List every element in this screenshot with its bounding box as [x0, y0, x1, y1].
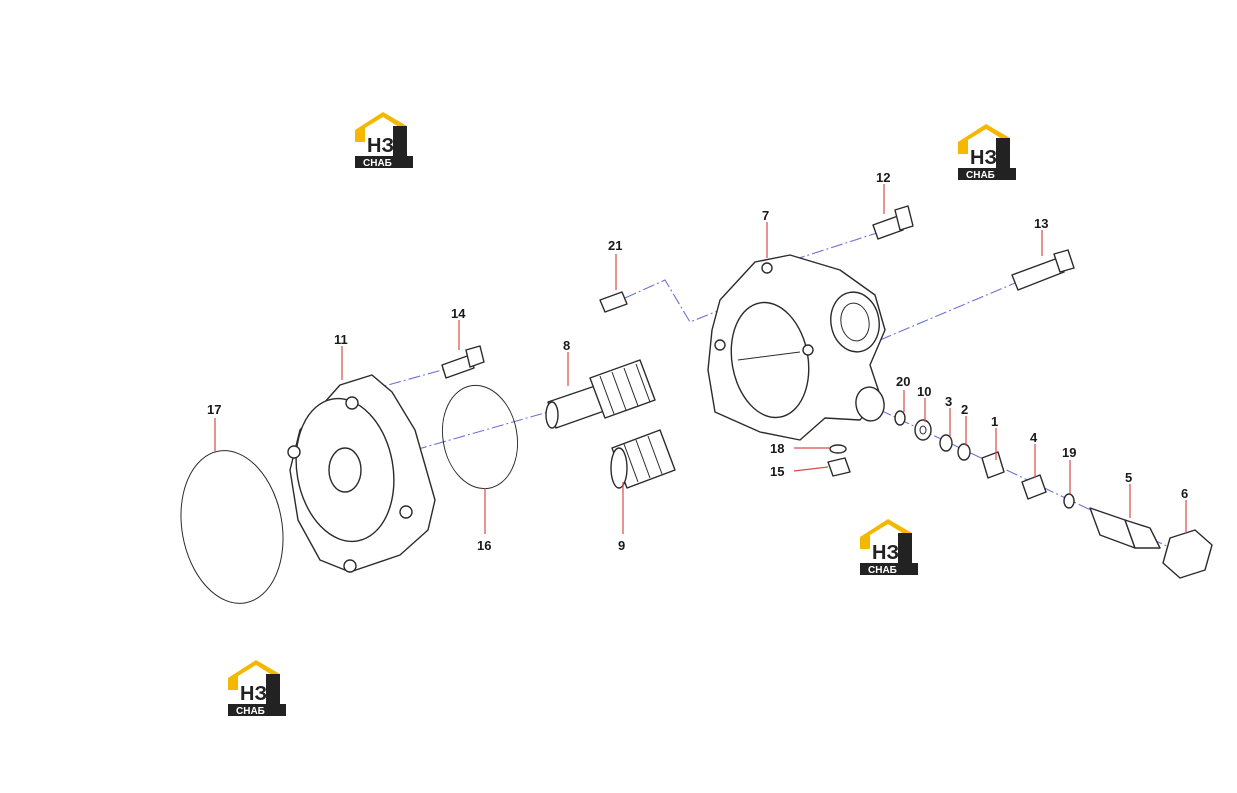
callout-21: 21: [608, 238, 622, 253]
valve-seat-1: [981, 451, 1005, 479]
valve-plunger-5: [1089, 507, 1161, 549]
callout-16: 16: [477, 538, 491, 553]
callout-20: 20: [896, 374, 910, 389]
callout-labels: 1 2 3 4 5 6 7 8 9 10 11 12 13 14 15 16 1…: [207, 170, 1188, 553]
callout-10: 10: [917, 384, 931, 399]
svg-text:СНАБ: СНАБ: [363, 158, 392, 169]
callout-15: 15: [770, 464, 784, 479]
callout-18: 18: [770, 441, 784, 456]
callout-11: 11: [334, 332, 348, 347]
bolt-12: [872, 205, 914, 240]
bolt-13: [1011, 249, 1075, 291]
callout-14: 14: [451, 306, 466, 321]
ring-3: [939, 434, 953, 452]
gasket-17: [180, 450, 284, 604]
spring-4: [1021, 474, 1047, 500]
logo-watermark-4: НЗ СНАБ: [228, 660, 286, 717]
gasket-16: [441, 384, 519, 490]
callout-5: 5: [1125, 470, 1132, 485]
callout-13: 13: [1034, 216, 1048, 231]
washer-10: [914, 419, 932, 441]
svg-text:СНАБ: СНАБ: [966, 170, 995, 181]
bolt-14: [441, 345, 485, 379]
drive-gear-8: [545, 359, 656, 429]
plug-15: [827, 457, 851, 477]
callout-1: 1: [991, 414, 998, 429]
leader-lines: [214, 184, 1187, 534]
svg-text:СНАБ: СНАБ: [868, 565, 897, 576]
dowel-pin-21: [599, 291, 628, 313]
callout-4: 4: [1030, 430, 1038, 445]
svg-text:НЗ: НЗ: [240, 683, 267, 705]
svg-text:НЗ: НЗ: [970, 147, 997, 169]
callout-8: 8: [563, 338, 570, 353]
callout-19: 19: [1062, 445, 1076, 460]
pump-housing-7: [707, 254, 886, 441]
callout-6: 6: [1181, 486, 1188, 501]
o-ring-18: [829, 444, 847, 454]
logo-watermark-3: НЗ СНАБ: [860, 519, 918, 576]
hex-nut-6: [1162, 529, 1213, 579]
svg-text:НЗ: НЗ: [872, 542, 899, 564]
svg-text:НЗ: НЗ: [367, 135, 394, 157]
driven-gear-9: [610, 429, 676, 489]
callout-9: 9: [618, 538, 625, 553]
logo-watermark-2: НЗ СНАБ: [958, 124, 1016, 181]
o-ring-19: [1063, 493, 1075, 509]
svg-text:СНАБ: СНАБ: [236, 706, 265, 717]
rear-cover-11: [287, 374, 436, 573]
callout-2: 2: [961, 402, 968, 417]
callout-17: 17: [207, 402, 221, 417]
ring-2: [957, 443, 971, 461]
callout-12: 12: [876, 170, 890, 185]
callout-7: 7: [762, 208, 769, 223]
callout-3: 3: [945, 394, 952, 409]
o-ring-20: [894, 410, 906, 426]
logo-watermark-1: НЗ СНАБ: [355, 112, 413, 169]
